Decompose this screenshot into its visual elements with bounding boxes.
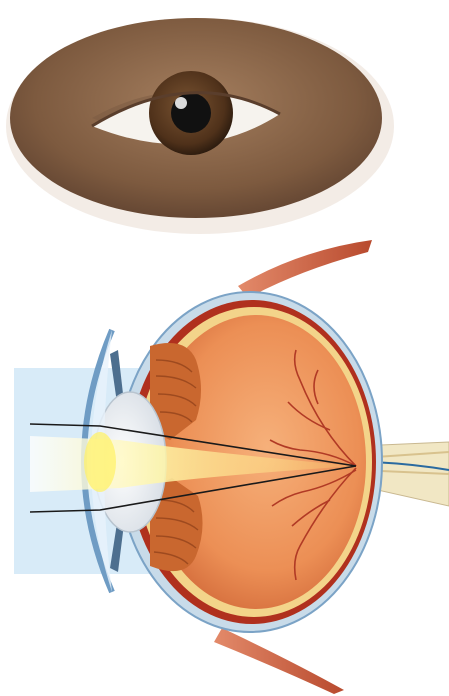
superior-rectus-muscle	[238, 240, 372, 298]
eye-cross-section	[14, 240, 449, 694]
focal-glow	[84, 432, 116, 492]
external-eye-view	[6, 18, 394, 234]
pupil-highlight	[175, 97, 187, 109]
inferior-rectus-muscle	[214, 628, 344, 694]
